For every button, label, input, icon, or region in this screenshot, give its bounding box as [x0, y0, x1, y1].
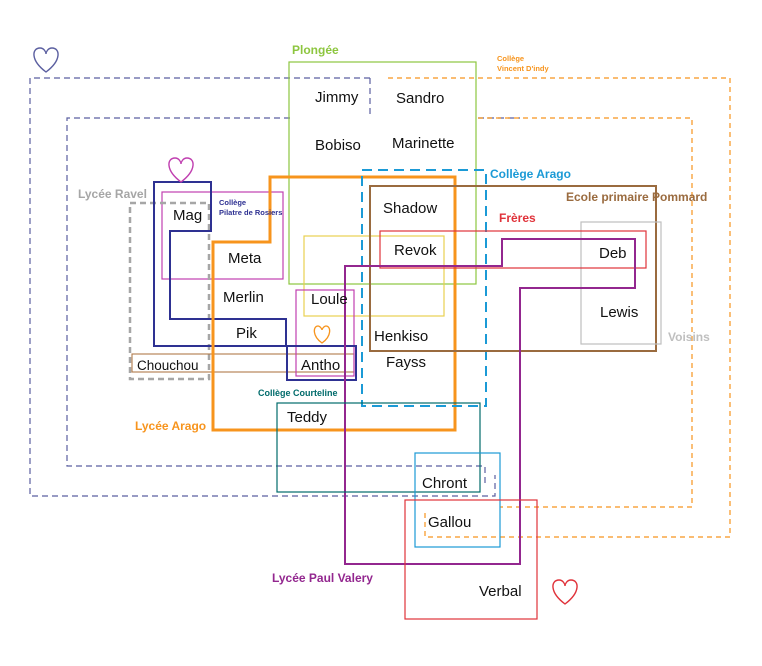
pilatre-navy-path [153, 181, 357, 381]
name-loule: Loule [311, 291, 348, 308]
college-vincent-label-line1: Collège [497, 54, 524, 63]
yellow-region [303, 235, 445, 317]
name-merlin: Merlin [223, 289, 264, 306]
lycee-ravel-label: Lycée Ravel [78, 187, 147, 201]
heart-verbal-icon [552, 579, 578, 605]
name-teddy: Teddy [287, 409, 328, 426]
ecole-pommard-label: Ecole primaire Pommard [566, 190, 707, 204]
name-meta: Meta [228, 250, 262, 267]
college-courteline-region [276, 402, 481, 493]
name-revok: Revok [394, 242, 437, 259]
name-jimmy: Jimmy [315, 89, 359, 106]
lycee-valery-label: Lycée Paul Valery [272, 571, 373, 585]
lycee-arago-label: Lycée Arago [135, 419, 206, 433]
college-pilatre-label-line1: Collège [219, 198, 246, 207]
name-lewis: Lewis [600, 304, 638, 321]
heart-mag-icon [168, 157, 194, 183]
name-sandro: Sandro [396, 90, 444, 107]
outer-navy-dashed-region [29, 77, 496, 497]
plongee-label: Plongée [292, 43, 339, 57]
college-courteline-label: Collège Courteline [258, 388, 338, 398]
college-arago-region [361, 169, 487, 407]
lycee-arago-region [211, 175, 457, 432]
name-gallou: Gallou [428, 514, 471, 531]
name-antho: Antho [301, 357, 340, 374]
college-arago-label: Collège Arago [490, 167, 571, 181]
loule-region [295, 289, 355, 377]
college-vincent-label-line2: Vincent D'indy [497, 64, 549, 73]
college-pilatre-label-line2: Pilatre de Rosiers [219, 208, 282, 217]
freres-region [379, 230, 647, 269]
college-pilatre-region [161, 191, 284, 280]
name-shadow: Shadow [383, 200, 437, 217]
name-chront: Chront [422, 475, 468, 492]
name-henkiso: Henkiso [374, 328, 428, 345]
lycee-valery-region [344, 238, 636, 565]
voisins-region [580, 221, 662, 345]
name-deb: Deb [599, 245, 627, 262]
name-fayss: Fayss [386, 354, 426, 371]
name-chouchou: Chouchou [137, 358, 199, 373]
name-marinette: Marinette [392, 135, 455, 152]
name-pik: Pik [236, 325, 257, 342]
heart-antho-icon [313, 325, 331, 344]
verbal-region [404, 499, 538, 620]
plongee-region [288, 61, 477, 285]
name-verbal: Verbal [479, 583, 522, 600]
lycee-ravel-region [128, 201, 211, 381]
name-mag: Mag [173, 207, 202, 224]
inner-navy-dashed-region [66, 117, 486, 485]
freres-label: Frères [499, 211, 536, 225]
voisins-label: Voisins [668, 330, 710, 344]
heart-top-left-icon [33, 47, 59, 73]
ecole-pommard-region [369, 185, 657, 352]
college-vincent-inner-region [478, 117, 693, 508]
name-bobiso: Bobiso [315, 137, 361, 154]
college-vincent-outer-region [388, 77, 731, 538]
